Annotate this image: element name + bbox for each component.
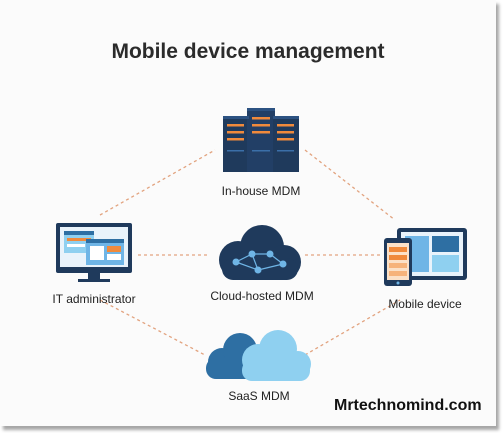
server-rack-icon	[223, 108, 299, 172]
saas-mdm-label: SaaS MDM	[228, 389, 290, 403]
line-saas-mobile	[304, 299, 401, 356]
inhouse-mdm-label: In-house MDM	[221, 184, 301, 198]
desktop-monitor-icon	[56, 223, 132, 282]
watermark-text: Mrtechnomind.com	[334, 397, 482, 414]
diagram-title: Mobile device management	[111, 40, 385, 63]
cloud-icon	[206, 330, 311, 381]
line-admin-inhouse	[99, 149, 216, 216]
cloud-hosted-mdm-label: Cloud-hosted MDM	[210, 289, 314, 303]
line-admin-saas	[99, 299, 206, 356]
line-inhouse-mobile	[304, 149, 396, 221]
mobile-device-label: Mobile device	[388, 297, 462, 311]
it-administrator-label: IT administrator	[52, 292, 136, 306]
diagram-graphics	[56, 108, 467, 381]
cloud-network-icon	[219, 225, 301, 280]
connector-lines	[99, 149, 401, 356]
tablet-phone-icon	[384, 228, 467, 286]
